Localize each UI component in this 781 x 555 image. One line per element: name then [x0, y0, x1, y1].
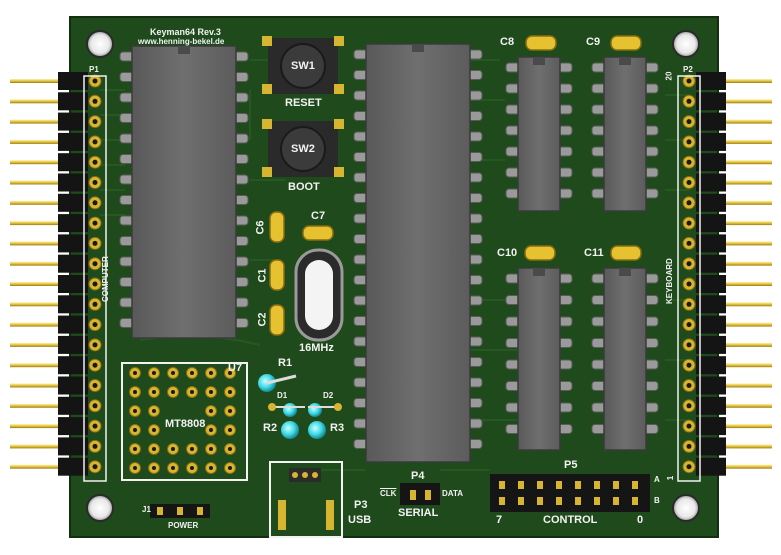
- label-c7: C7: [311, 210, 326, 222]
- board-url: www.henning-bekel.de: [138, 37, 225, 46]
- label-p5-seven: 7: [496, 514, 503, 526]
- chip-c11: [591, 267, 659, 451]
- label-data: DATA: [442, 489, 464, 498]
- label-p2: P2: [683, 65, 693, 74]
- u7-mt8808-socket: [121, 362, 248, 481]
- label-sw2: SW2: [291, 143, 315, 155]
- label-computer: COMPUTER: [101, 256, 110, 302]
- label-sw1: SW1: [291, 60, 315, 72]
- header-p2: [682, 72, 772, 476]
- board-title: Keyman64 Rev.3: [150, 27, 221, 37]
- j1-power-header: [150, 504, 210, 518]
- label-c1: C1: [256, 268, 269, 283]
- label-mt8808: MT8808: [165, 418, 206, 430]
- label-c10: C10: [497, 247, 518, 259]
- label-p1: P1: [89, 65, 99, 74]
- label-r3: R3: [330, 422, 345, 434]
- label-c9: C9: [586, 36, 601, 48]
- switch-sw2: [262, 119, 344, 177]
- p5-control-header: [490, 474, 650, 512]
- capacitors: [269, 35, 642, 336]
- label-crystal: 16MHz: [299, 342, 334, 354]
- label-c8: C8: [500, 36, 515, 48]
- label-p5-a: A: [654, 475, 660, 484]
- label-p2-pin20: 20: [664, 71, 674, 81]
- label-r2: R2: [263, 422, 278, 434]
- label-j1: J1: [142, 505, 151, 514]
- p4-serial-header: [400, 483, 440, 505]
- crystal-16mhz: [294, 248, 344, 342]
- label-keyboard: KEYBOARD: [665, 258, 674, 304]
- chip-left: [119, 45, 249, 339]
- chip-c8: [505, 56, 573, 212]
- label-p5-b: B: [654, 496, 660, 505]
- label-control: CONTROL: [543, 514, 598, 526]
- label-serial: SERIAL: [398, 507, 439, 519]
- label-p4: P4: [411, 470, 425, 482]
- label-c2: C2: [256, 312, 269, 327]
- label-r1: R1: [278, 357, 293, 369]
- resistors-diodes: [258, 374, 342, 439]
- chip-c10: [505, 267, 573, 451]
- switch-sw1: [262, 36, 344, 94]
- mounting-holes: [86, 30, 700, 522]
- label-p3: P3: [354, 499, 368, 511]
- label-power: POWER: [168, 521, 199, 530]
- label-usb: USB: [348, 514, 372, 526]
- label-reset: RESET: [285, 97, 322, 109]
- label-d2: D2: [323, 391, 334, 400]
- ic-chips: [119, 43, 659, 463]
- label-d1: D1: [277, 391, 288, 400]
- label-u7: U7: [228, 362, 243, 374]
- chip-c9: [591, 56, 659, 212]
- label-clk: CLK: [380, 489, 397, 498]
- label-p2-pin1: 1: [666, 475, 676, 481]
- label-c11: C11: [584, 247, 604, 259]
- p3-usb-connector: [269, 461, 343, 538]
- label-boot: BOOT: [288, 181, 320, 193]
- label-p5: P5: [564, 459, 578, 471]
- label-p5-zero: 0: [637, 514, 644, 526]
- chip-center: [353, 43, 483, 463]
- header-p1: [10, 72, 102, 476]
- label-c6: C6: [254, 220, 267, 235]
